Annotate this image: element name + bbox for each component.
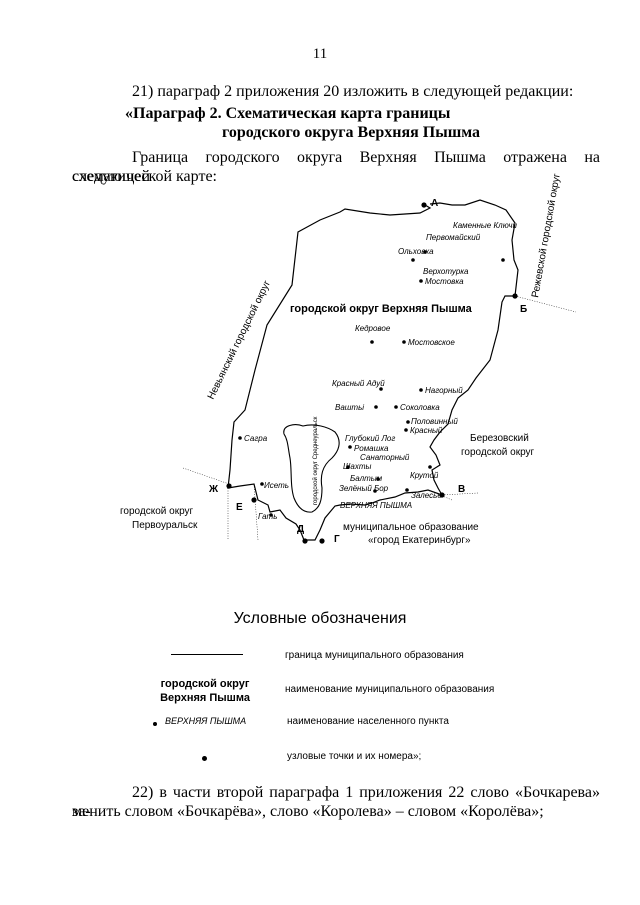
label-balty: Балтым <box>350 474 383 483</box>
dot-pervomaysky <box>423 250 427 254</box>
item-21: 21) параграф 2 приложения 20 изложить в … <box>132 83 574 100</box>
label-vashty: Ваштьі <box>335 403 364 412</box>
label-iset: Исеть <box>264 481 289 490</box>
label-berezovsky-2: городской округ <box>461 447 535 458</box>
dot-kamennye-klyuchi <box>501 258 505 262</box>
label-sredneuralsk: городской округ Среднеуральск <box>312 416 319 505</box>
label-pervouralsk-2: Первоуральск <box>132 520 198 531</box>
dot-nagorny <box>419 388 423 392</box>
dot-polovinny <box>406 420 410 424</box>
dot-krasny <box>404 428 408 432</box>
legend-name-desc: наименование муниципального образования <box>285 684 495 695</box>
label-sokolovka: Соколовка <box>400 403 440 412</box>
dot-iset <box>260 482 264 486</box>
dot-olkhovka <box>411 258 415 262</box>
node-d <box>302 538 308 544</box>
node-v <box>439 492 445 498</box>
node-a <box>421 202 427 208</box>
label-gat: Гать <box>258 512 277 521</box>
node-g <box>319 538 325 544</box>
label-verkhoturka: Верхотурка <box>423 267 469 276</box>
legend-boundary-sample <box>171 654 243 655</box>
map-main-label: городской округ Верхняя Пышма <box>290 303 473 315</box>
label-zalesye: Залесье <box>411 491 442 500</box>
legend-settlement-sample: ВЕРХНЯЯ ПЫШМА <box>165 716 247 726</box>
label-krasny: Красный <box>410 426 443 435</box>
dot-krasny-aduy <box>379 387 383 391</box>
label-pervomaysky: Первомайский <box>426 233 481 242</box>
dot-mostovka <box>419 279 423 283</box>
label-shakhty: Шахты <box>343 462 371 471</box>
intro-line-1: Граница городского округа Верхняя Пышма … <box>72 149 600 185</box>
label-ekb-1: муниципальное образование <box>343 521 479 533</box>
node-zh <box>226 483 232 489</box>
label-zeleny-bor: Зелёный Бор <box>339 484 389 493</box>
intro-line-2: схематической карте: <box>72 168 217 185</box>
dot-zeleny-bor <box>373 489 377 493</box>
legend-name-sample: городской округ Верхняя Пышма <box>140 677 270 705</box>
label-sanatorny: Санаторный <box>360 453 410 462</box>
label-romashka: Ромашка <box>354 444 389 453</box>
heading-line-2: городского округа Верхняя Пышма <box>222 124 480 141</box>
letter-a: А <box>431 198 438 209</box>
legend-boundary-desc: граница муниципального образования <box>285 650 464 661</box>
letter-e: Е <box>236 502 243 513</box>
legend-settlement-desc: наименование населенного пункта <box>287 716 449 727</box>
letter-d: Д <box>297 524 304 535</box>
dot-romashka <box>348 445 352 449</box>
dot-sokolovka <box>394 405 398 409</box>
item-22-line-2: менить словом «Бочкарёва», слово «Короле… <box>72 803 544 820</box>
letter-zh: Ж <box>208 484 219 495</box>
label-rezh: Режевской городской округ <box>530 172 563 298</box>
label-polovinny: Половинный <box>411 417 458 426</box>
label-ekb-2: «город Екатеринбург» <box>368 534 471 546</box>
label-olkhovka: Ольховка <box>398 247 434 256</box>
label-krasny-aduy: Красный Адуй <box>332 379 385 388</box>
legend-title: Условные обозначения <box>233 610 407 627</box>
label-nagorny: Нагорный <box>425 386 463 395</box>
letter-v: В <box>458 484 465 495</box>
dot-sagra <box>238 436 242 440</box>
item-22-line-1: 22) в части второй параграфа 1 приложени… <box>72 784 600 820</box>
letter-b: Б <box>520 304 527 315</box>
label-krutoy: Крутой <box>410 471 439 480</box>
dot-krutoy <box>428 465 432 469</box>
label-mostovskoe: Мостовское <box>408 338 455 347</box>
node-e <box>251 497 257 503</box>
dot-shakhty <box>346 465 350 469</box>
dot-vashty <box>374 405 378 409</box>
label-sagra: Сагра <box>244 434 268 443</box>
legend-node-desc: узловые точки и их номера»; <box>287 751 422 762</box>
label-glubokiy-log: Глубокий Лог <box>345 434 395 443</box>
letter-g: Г <box>334 534 340 545</box>
label-kedrovoe: Кедровое <box>355 324 391 333</box>
boundary-line <box>227 199 519 541</box>
page-number: 11 <box>312 46 328 62</box>
node-b <box>512 293 518 299</box>
legend-name-sample-1: городской округ <box>160 678 250 690</box>
label-mostovka: Мостовка <box>425 277 464 286</box>
dot-gat <box>269 513 273 517</box>
sredneuralsk-boundary <box>283 424 340 513</box>
label-pervouralsk-1: городской округ <box>120 506 194 517</box>
dot-kedrovoe <box>370 340 374 344</box>
dot-zalesye <box>405 488 409 492</box>
label-kamennye-klyuchi: Каменные Ключи <box>453 221 517 230</box>
label-verkhnyaya-pyshma: ВЕРХНЯЯ ПЫШМА <box>340 501 412 510</box>
dot-balty <box>376 477 380 481</box>
dot-mostovskoe <box>402 340 406 344</box>
heading-line-1: «Параграф 2. Схематическая карта границы <box>125 105 451 122</box>
legend-name-sample-2: Верхняя Пышма <box>160 692 250 704</box>
legend-node-dot <box>202 756 207 761</box>
label-berezovsky-1: Березовский <box>470 433 529 444</box>
legend-settlement-dot <box>153 722 157 726</box>
